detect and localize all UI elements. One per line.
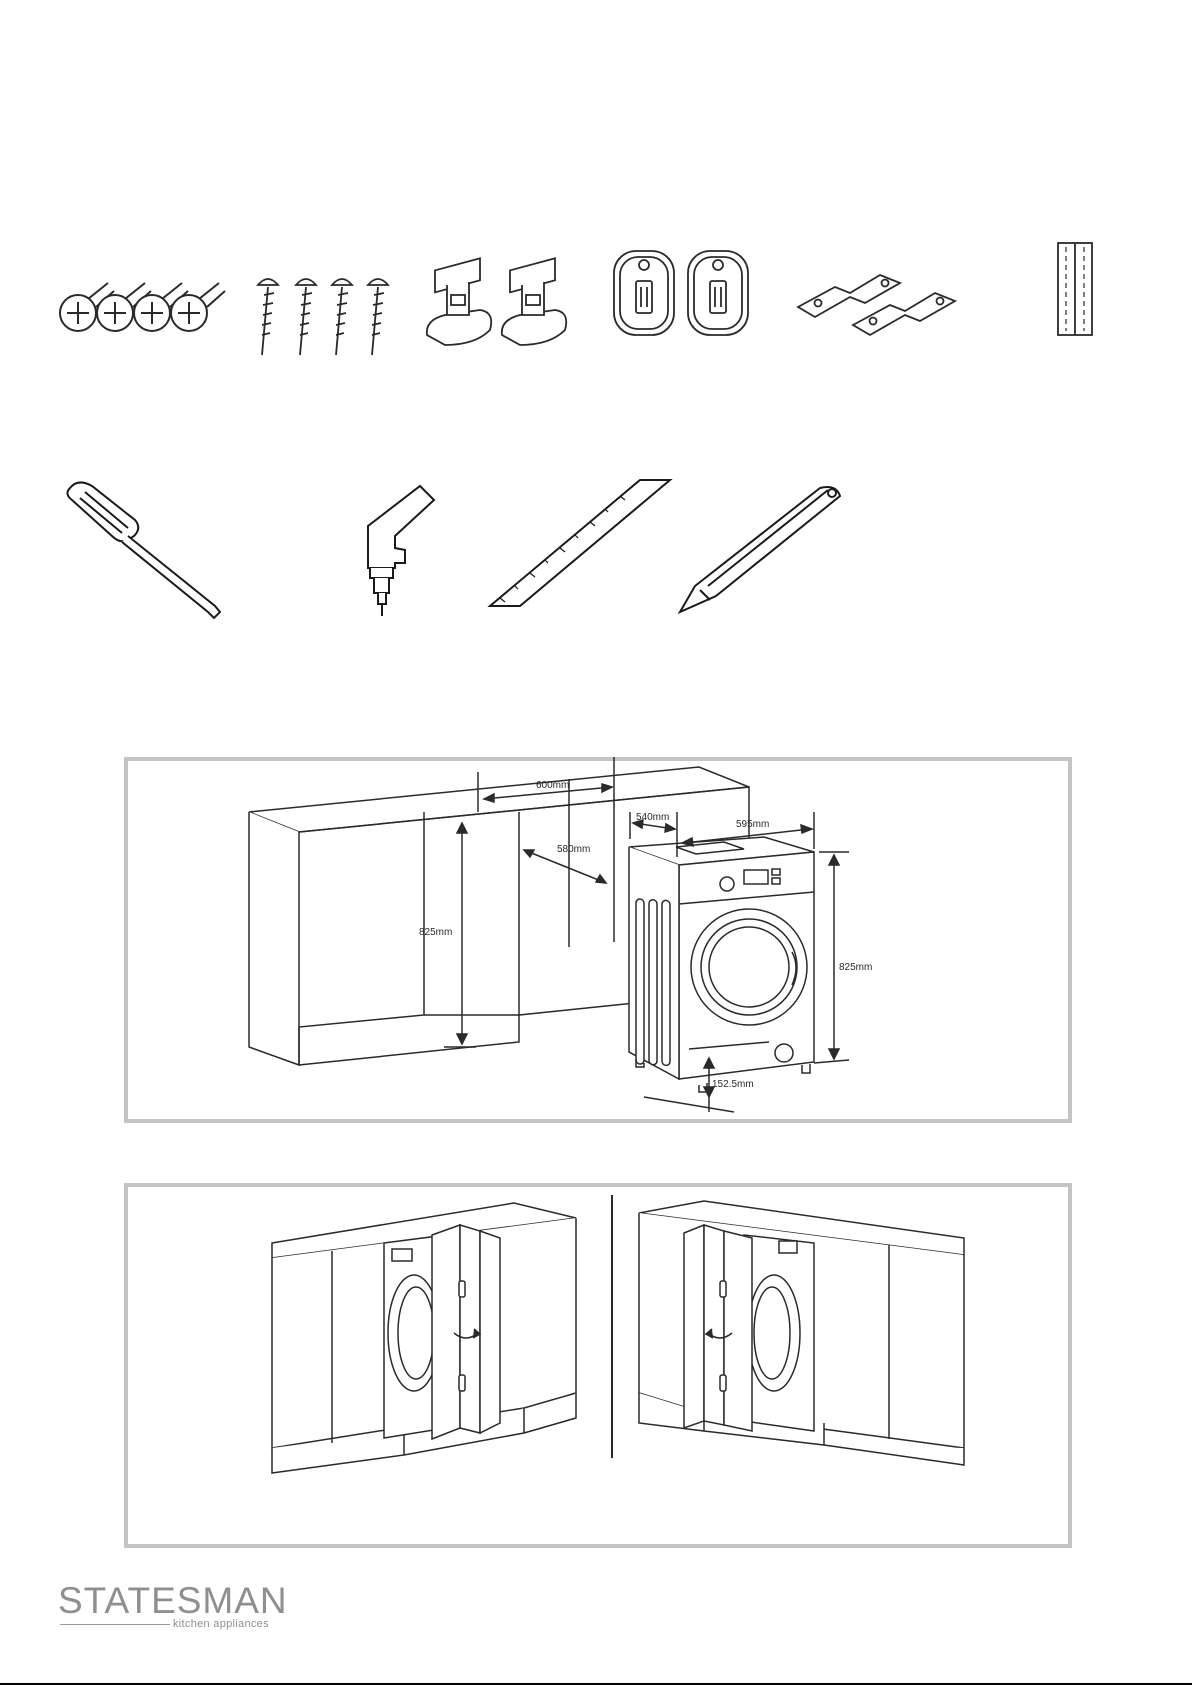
dim-machine-height: 825mm — [839, 962, 872, 973]
drill-icon — [368, 486, 434, 616]
dim-plinth-height: 152.5mm — [712, 1079, 754, 1090]
right-hinge-variant — [639, 1201, 964, 1465]
dimensions-diagram: 600mm 580mm 825mm — [124, 757, 1072, 1123]
dim-cabinet-width: 600mm — [536, 780, 569, 791]
brand-tagline: kitchen appliances — [173, 1618, 269, 1630]
tools-row — [0, 478, 1192, 628]
wood-screws-icon — [258, 279, 388, 355]
hinge-covers-icon — [614, 251, 748, 335]
brackets-icon — [798, 275, 955, 335]
dim-machine-depth: 540mm — [636, 812, 669, 823]
pencil-icon — [680, 487, 840, 612]
dim-cabinet-inner-width: 580mm — [557, 844, 590, 855]
dim-machine-width: 595mm — [736, 819, 769, 830]
cabinet-top — [249, 767, 749, 832]
large-screws-icon — [60, 283, 225, 331]
ruler-icon — [490, 480, 670, 606]
cabinet-front — [249, 812, 299, 1065]
door-opening-diagram — [124, 1183, 1072, 1548]
parts-row — [0, 235, 1192, 365]
left-hinge-variant — [272, 1203, 576, 1473]
adhesive-strip-icon — [1058, 243, 1092, 335]
brand-underline — [60, 1624, 170, 1625]
hinges-icon — [427, 258, 566, 345]
dim-cabinet-height: 825mm — [419, 927, 452, 938]
brand-logo: STATESMAN — [58, 1582, 288, 1619]
screwdriver-icon — [67, 482, 220, 618]
